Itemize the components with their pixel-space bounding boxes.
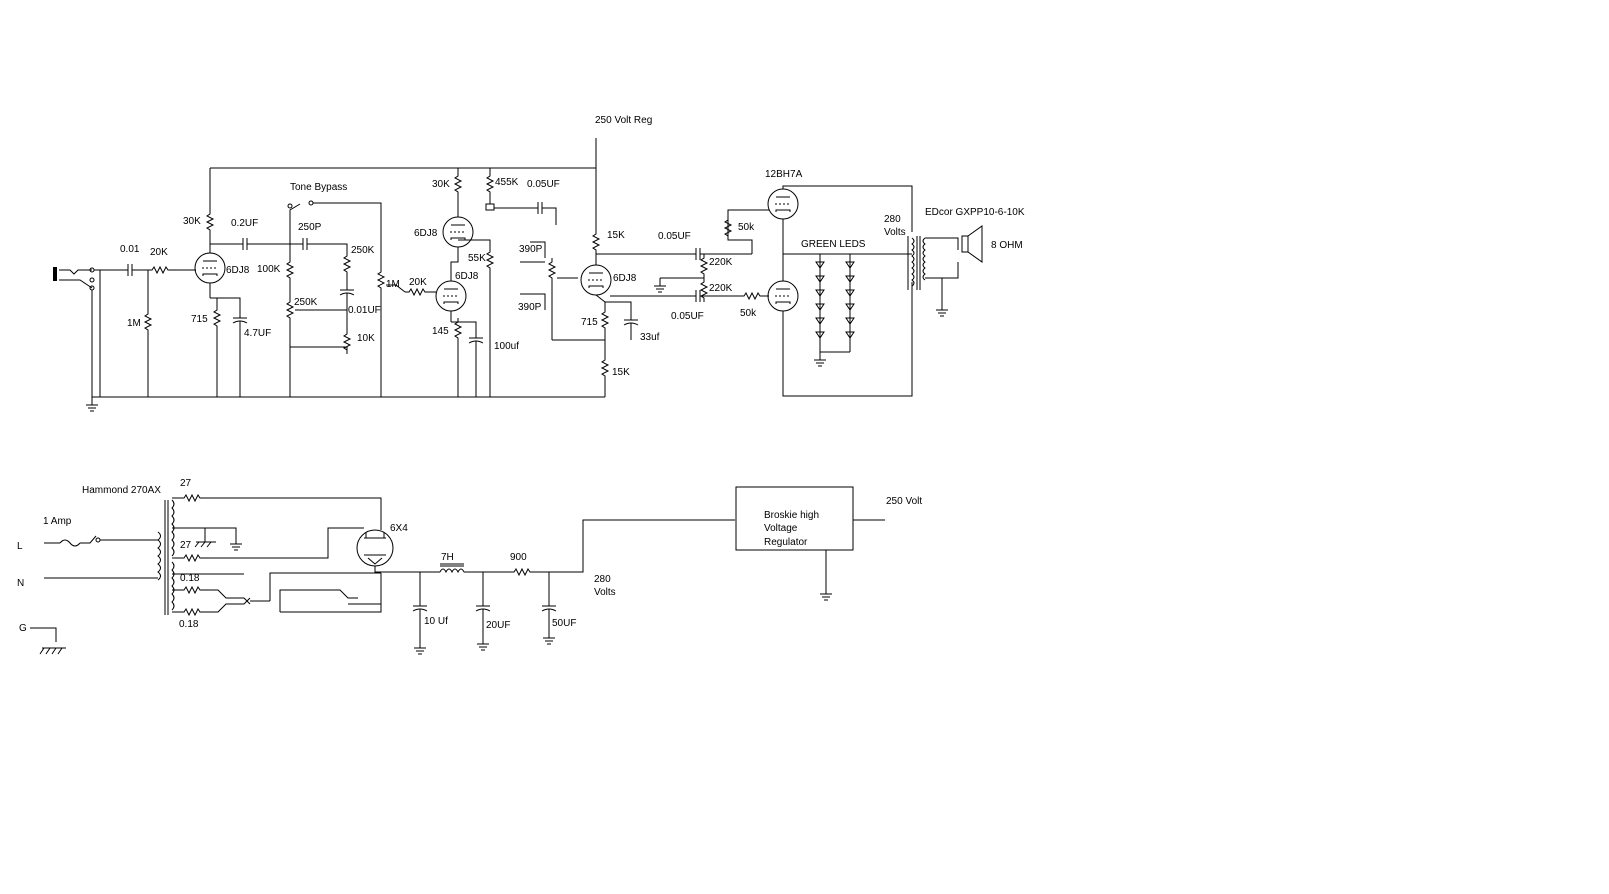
bias-res-b-label: 220K [709, 283, 733, 294]
regulator-line-3: Regulator [764, 537, 808, 548]
neutral-label: N [17, 578, 24, 589]
output-tube-bottom [767, 280, 799, 312]
v2-plate-res-label: 30K [432, 179, 450, 190]
output-transformer [907, 225, 983, 317]
speaker-load-label: 8 OHM [991, 240, 1023, 251]
pi-cap-a-label: 390P [519, 244, 543, 255]
output-tube-label: 12BH7A [765, 169, 803, 180]
fuse-label: 1 Amp [43, 516, 72, 527]
out-cap-bot-label: 0.05UF [671, 311, 704, 322]
pi-tube-label: 6DJ8 [613, 273, 637, 284]
led-string [813, 254, 855, 367]
volume-pot-label: 1M [386, 279, 400, 290]
power-transformer [157, 499, 175, 615]
regulator-box [735, 486, 854, 551]
line-label: L [17, 541, 23, 552]
cap-2-label: 20UF [486, 620, 510, 631]
supply-label: 250 Volt Reg [595, 115, 652, 126]
v2-tube-upper [442, 216, 474, 248]
leds-label: GREEN LEDS [801, 239, 866, 250]
input-res-label: 20K [150, 247, 168, 258]
pi-tube [580, 264, 612, 296]
drop-res-label: 900 [510, 552, 527, 563]
psu-xfmr-label: Hammond 270AX [82, 485, 161, 496]
tone-cap-top-label: 250P [298, 222, 322, 233]
output-volts-label: 250 Volt [886, 496, 922, 507]
coupling-cap-label: 0.2UF [231, 218, 258, 229]
feedback-cap-label: 0.05UF [527, 179, 560, 190]
input-jack [53, 267, 101, 397]
v1-tube [194, 252, 226, 284]
regulator-line-2: Voltage [764, 523, 798, 534]
stop-res-bot-label: 50k [740, 308, 757, 319]
res-d-label: 0.18 [179, 619, 199, 630]
v1-cathode-res-label: 715 [191, 314, 208, 325]
tone-bypass-label: Tone Bypass [290, 182, 347, 193]
res-a-label: 27 [180, 478, 192, 489]
v2-tube-lower [435, 280, 467, 312]
cap-1-label: 10 Uf [424, 616, 448, 627]
pi-plate-res-label: 15K [607, 230, 625, 241]
v2-mid-res-label: 55K [468, 253, 486, 264]
res-c-label: 0.18 [180, 573, 200, 584]
bass-pot-label: 250K [294, 297, 318, 308]
res-b-label: 27 [180, 540, 192, 551]
feedback-res-label: 455K [495, 177, 519, 188]
v1-plate-res-label: 30K [183, 216, 201, 227]
out-cap-top-label: 0.05UF [658, 231, 691, 242]
grid-stop-label: 20K [409, 277, 427, 288]
ground-label: G [19, 623, 27, 634]
volts-b-label: Volts [594, 587, 616, 598]
choke [439, 563, 465, 574]
bias-res-a-label: 220K [709, 257, 733, 268]
pi-cathode-res-label: 715 [581, 317, 598, 328]
xfmr-volts-a-label: 280 [884, 214, 901, 225]
stop-res-top-label: 50k [738, 222, 755, 233]
xfmr-volts-b-label: Volts [884, 227, 906, 238]
pi-cap-b-label: 390P [518, 302, 542, 313]
pi-cathode-cap-label: 33uf [640, 332, 660, 343]
volts-a-label: 280 [594, 574, 611, 585]
tone-bottom-res-label: 10K [357, 333, 375, 344]
labels: 250 Volt Reg Tone Bypass 0.01 20K 1M 30K… [17, 115, 1025, 634]
rectifier-label: 6X4 [390, 523, 408, 534]
input-cap-label: 0.01 [120, 244, 140, 255]
v2-lower-tube-label: 6DJ8 [455, 271, 479, 282]
xfmr-name-label: EDcor GXPP10-6-10K [925, 207, 1025, 218]
mid-res-label: 100K [257, 264, 281, 275]
bass-cap-label: 0.01UF [348, 305, 381, 316]
pi-tail-res-label: 15K [612, 367, 630, 378]
choke-label: 7H [441, 552, 454, 563]
output-tube-top [767, 188, 799, 220]
v2-upper-tube-label: 6DJ8 [414, 228, 438, 239]
regulator-line-1: Broskie high [764, 510, 819, 521]
amplifier-section [53, 138, 983, 412]
treble-pot-label: 250K [351, 245, 375, 256]
v1-bypass-cap-label: 4.7UF [244, 328, 271, 339]
v1-tube-label: 6DJ8 [226, 265, 250, 276]
rectifier-tube [356, 529, 394, 567]
v2-cathode-cap-label: 100uf [494, 341, 519, 352]
power-supply-section [30, 486, 885, 655]
cap-3-label: 50UF [552, 618, 576, 629]
v2-cathode-res-label: 145 [432, 326, 449, 337]
input-leak-label: 1M [127, 318, 141, 329]
